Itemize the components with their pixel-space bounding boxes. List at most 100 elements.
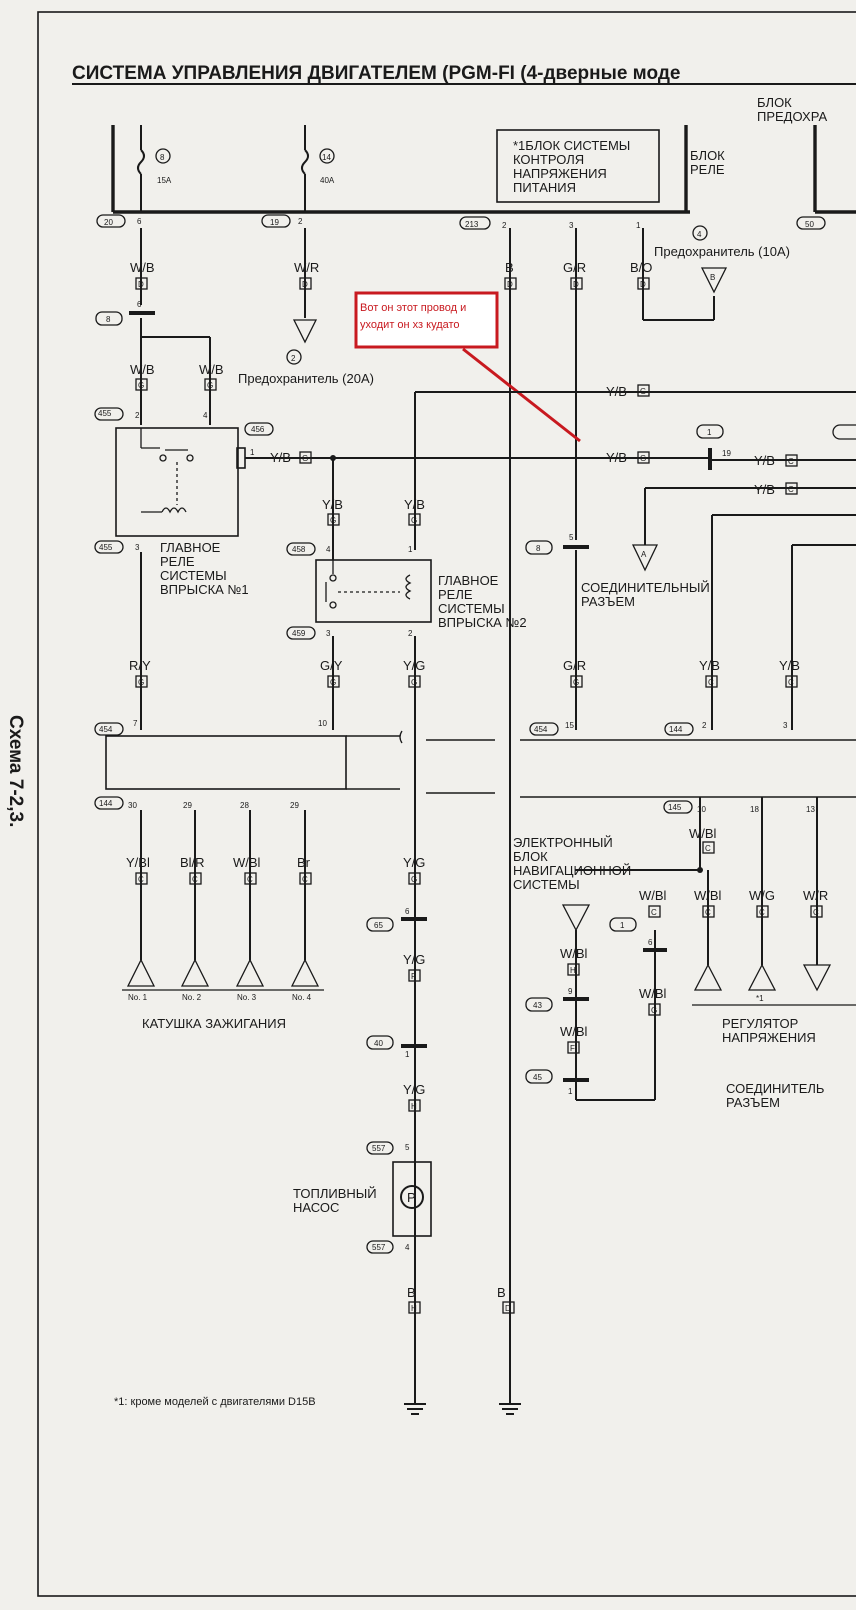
connector-454-label: 454 [99, 725, 113, 734]
annotation-line-2: уходит он хз кудато [360, 319, 460, 331]
connector-tag-right-partial [832, 424, 856, 440]
fuel-pump-label-2: НАСОС [293, 1200, 339, 1215]
letter-d-2: D [302, 280, 308, 289]
connector-tag-1-top [696, 424, 724, 439]
wire-label-wr-2: W/R [803, 888, 828, 903]
letter-box-c-4 [785, 675, 798, 688]
ecm-block-left [105, 735, 347, 790]
letter-c-6: C [192, 875, 198, 884]
letter-g-10: G [330, 678, 336, 687]
coil-label-3: No. 3 [237, 993, 257, 1002]
connector-557-bottom-label: 557 [372, 1243, 386, 1252]
letter-c-7: C [247, 875, 253, 884]
pin-18: 18 [750, 805, 759, 814]
svg-text:19: 19 [270, 218, 279, 227]
letter-box-g-7 [408, 513, 421, 526]
pin-5-pump: 5 [405, 1143, 410, 1152]
connector-43-bar [563, 997, 589, 1001]
letter-g-1: G [138, 381, 144, 390]
letter-box-g-11 [408, 675, 421, 688]
letter-d-6: D [505, 1304, 511, 1313]
voltage-unit-label-2: КОНТРОЛЯ [513, 152, 584, 167]
pin-6-c8: 6 [137, 300, 142, 309]
relay2-coil [405, 574, 412, 600]
letter-g-11: G [411, 678, 417, 687]
wire-label-yb-upper: Y/B [606, 384, 627, 399]
letter-d-5: D [640, 280, 646, 289]
connector-tag-557-top [366, 1141, 394, 1155]
letter-d-3: D [507, 280, 513, 289]
relay2-label-4: ВПРЫСКА №2 [438, 615, 527, 630]
coil-3-symbol [235, 958, 265, 987]
connector-tag-454 [94, 722, 124, 736]
pin-9: 9 [568, 987, 573, 996]
connector-144-left-label: 144 [99, 799, 113, 808]
fuse-15a-rating: 15A [157, 176, 172, 185]
fuse-10a-number: 4 [697, 230, 702, 239]
relay2-contact-1 [329, 574, 337, 582]
connector-45-label: 45 [533, 1073, 542, 1082]
pin-15-ecm: 15 [565, 721, 574, 730]
letter-c-13: C [813, 908, 819, 917]
connector-454-right-label: 454 [534, 725, 548, 734]
pin-3-relay2: 3 [326, 629, 331, 638]
letter-box-g-2 [204, 378, 217, 391]
wire-label-yg-3: Y/G [403, 952, 425, 967]
connector-1-bar [708, 448, 712, 470]
wire-label-gr-1: G/R [563, 260, 586, 275]
wire-label-yb-right-3: Y/B [699, 658, 720, 673]
pin-3-unit: 3 [569, 221, 574, 230]
pin-28: 28 [240, 801, 249, 810]
voltage-unit-label-1: *1БЛОК СИСТЕМЫ [513, 138, 630, 153]
regulator-label-2: НАПРЯЖЕНИЯ [722, 1030, 816, 1045]
fuse-20a-circle [286, 349, 302, 365]
connector-455-top: 455 [98, 409, 112, 418]
letter-c-9: C [705, 844, 711, 853]
connector-tag-145 [663, 800, 693, 814]
connector-1-lower-bar [643, 948, 667, 952]
annotation-line-1: Вот он этот провод и [360, 302, 466, 314]
letter-c-4: C [788, 678, 794, 687]
connector-tag-459 [286, 626, 316, 640]
connector-8-label: 8 [106, 315, 111, 324]
connector-456-label: 456 [251, 425, 265, 434]
relay2-label-3: СИСТЕМЫ [438, 601, 505, 616]
fuse-15a: 8 15A [137, 125, 172, 212]
pin-1-unit: 1 [636, 221, 641, 230]
connector-144-right-label: 144 [669, 725, 683, 734]
letter-c-1: C [788, 457, 794, 466]
letter-box-g-3 [637, 384, 650, 397]
pin-19: 19 [722, 449, 731, 458]
letter-box-g-8 [570, 675, 583, 688]
pin-4-relay2: 4 [326, 545, 331, 554]
letter-g-13: G [651, 1006, 657, 1015]
wire-label-br: Br [297, 855, 311, 870]
side-label: Схема 7-2,3. [5, 715, 26, 827]
letter-h-1: H [411, 1102, 417, 1111]
relay-block-label-1: БЛОК [690, 148, 725, 163]
arrow-a [631, 544, 659, 572]
wire-label-b-1: B [505, 260, 514, 275]
connector-tag-8 [95, 311, 123, 326]
letter-box-d-1 [135, 277, 148, 290]
connector2-label-1: СОЕДИНИТЕЛЬ [726, 1081, 824, 1096]
pin-2-top: 2 [298, 217, 303, 226]
letter-g-6: G [330, 516, 336, 525]
pin-13: 13 [806, 805, 815, 814]
annotation-box [354, 291, 499, 349]
pin-1-c40: 1 [405, 1050, 410, 1059]
letter-box-d-2 [299, 277, 312, 290]
wire-label-ybl: Y/Bl [126, 855, 150, 870]
pin-6-c65: 6 [405, 907, 410, 916]
wire-label-ry: R/Y [129, 658, 151, 673]
letter-box-g-10 [327, 675, 340, 688]
letter-box-c-8 [299, 872, 312, 885]
letter-h-3: H [570, 966, 576, 975]
regulator-arrow-2 [747, 963, 777, 991]
footnote: *1: кроме моделей с двигателями D15B [114, 1396, 316, 1408]
connector-tag-456 [244, 422, 274, 436]
fuse-20a-arrow [292, 319, 318, 344]
ground-symbol-1 [404, 1395, 426, 1415]
